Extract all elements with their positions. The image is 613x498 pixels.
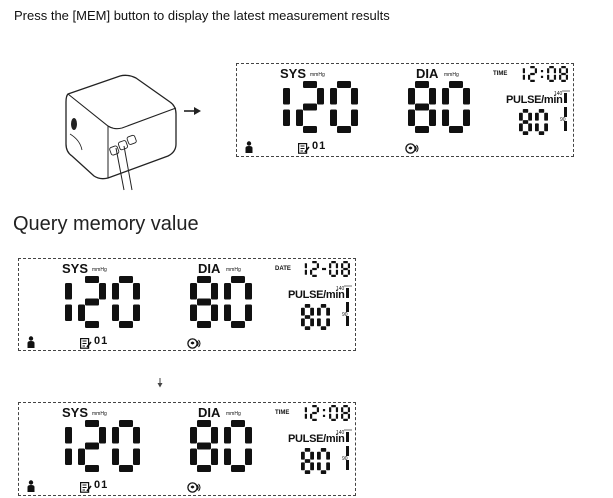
dia-reading xyxy=(190,420,252,477)
pulse-label: PULSE/min xyxy=(288,289,345,301)
dia-unit: mmHg xyxy=(444,72,459,78)
pulse-reading xyxy=(301,304,330,335)
dia-unit: mmHg xyxy=(226,411,241,417)
heart-icon xyxy=(187,480,201,493)
corner-reading xyxy=(516,66,569,87)
dia-label: DIA xyxy=(198,261,221,276)
sys-unit: mmHg xyxy=(92,267,107,273)
person-icon xyxy=(27,479,35,492)
pulse-bar-icon xyxy=(562,89,570,135)
sys-label: SYS xyxy=(280,66,307,81)
dia-label: DIA xyxy=(198,405,221,420)
sys-unit: mmHg xyxy=(92,411,107,417)
pulse-reading xyxy=(301,448,330,479)
heart-icon xyxy=(405,141,419,154)
corner-label: TIME xyxy=(275,410,290,416)
dia-unit: mmHg xyxy=(226,267,241,273)
dia-label: DIA xyxy=(416,66,439,81)
memory-icon xyxy=(80,480,92,493)
sys-reading xyxy=(262,81,358,138)
scale-top: 140 xyxy=(554,91,563,97)
dia-reading xyxy=(190,276,252,333)
dia-reading xyxy=(408,81,470,138)
memory-number: 01 xyxy=(312,140,327,152)
lcd-frame xyxy=(236,63,574,157)
pulse-bar-icon xyxy=(344,428,352,474)
person-icon xyxy=(245,140,253,153)
memory-number: 01 xyxy=(94,479,109,491)
scale-top: 140 xyxy=(336,286,345,292)
blood-pressure-monitor-icon xyxy=(65,74,177,191)
sys-reading xyxy=(44,420,140,477)
scale-mid: 90 xyxy=(342,456,348,462)
sys-reading xyxy=(44,276,140,333)
corner-label: TIME xyxy=(493,71,508,77)
corner-reading xyxy=(298,405,351,426)
scale-mid: 90 xyxy=(342,312,348,318)
pulse-label: PULSE/min xyxy=(506,94,563,106)
pulse-bar-icon xyxy=(344,284,352,330)
instruction-text: Press the [MEM] button to display the la… xyxy=(14,8,390,23)
scale-mid: 90 xyxy=(560,117,566,123)
arrow-down-icon xyxy=(157,378,163,388)
section-heading: Query memory value xyxy=(13,213,199,235)
memory-number: 01 xyxy=(94,335,109,347)
pulse-reading xyxy=(519,109,548,140)
memory-icon xyxy=(80,336,92,349)
corner-label: DATE xyxy=(275,266,291,272)
person-icon xyxy=(27,335,35,348)
heart-icon xyxy=(187,336,201,349)
sys-unit: mmHg xyxy=(310,72,325,78)
scale-top: 140 xyxy=(336,430,345,436)
sys-label: SYS xyxy=(62,405,89,420)
pulse-label: PULSE/min xyxy=(288,433,345,445)
lcd-frame xyxy=(18,258,356,351)
sys-label: SYS xyxy=(62,261,89,276)
corner-reading xyxy=(298,261,351,282)
arrow-right-icon xyxy=(184,107,201,115)
memory-icon xyxy=(298,141,310,154)
